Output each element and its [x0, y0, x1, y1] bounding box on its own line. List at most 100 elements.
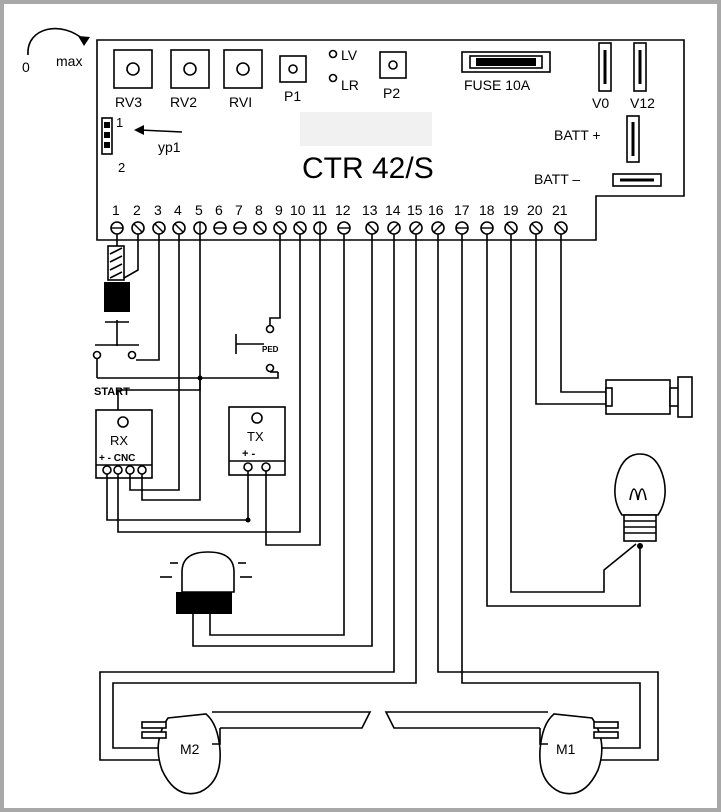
motor-m1: M1 — [384, 711, 619, 795]
batt-plus-label: BATT + — [554, 127, 601, 143]
terminal-screw — [504, 221, 518, 235]
terminal-screw — [455, 221, 469, 235]
terminal-screw — [233, 221, 247, 235]
rx-pins-label: + - CNC — [99, 453, 135, 464]
terminal-number: 2 — [133, 202, 141, 218]
wire-terminal-20 — [535, 234, 606, 405]
ped-pushbutton: PED — [235, 324, 279, 373]
wire-rx-minus — [117, 234, 301, 533]
fuse-10a: FUSE 10A — [461, 51, 551, 93]
board-label-area — [300, 112, 432, 146]
batt-minus-connector: BATT – — [534, 171, 662, 187]
batt-plus-connector: BATT + — [554, 115, 640, 163]
v0-label: V0 — [592, 95, 609, 111]
wire-terminal-5 — [141, 234, 201, 501]
wire-terminal-21 — [560, 234, 606, 393]
trim-min-label: 0 — [22, 59, 30, 75]
tx-transmitter: TX + - — [228, 406, 286, 476]
terminal-number: 7 — [235, 202, 243, 218]
motor-m1-wiring — [437, 234, 659, 761]
wire-terminal-18 — [486, 234, 641, 607]
terminal-screw — [313, 221, 327, 235]
trimmer-label: RV3 — [115, 94, 142, 110]
flashing-light — [160, 551, 252, 614]
v12-connector: V12 — [630, 42, 655, 111]
rx-receiver: RX + - CNC — [95, 409, 153, 479]
terminal-number: 20 — [527, 202, 543, 218]
terminal-number: 5 — [195, 202, 203, 218]
terminal-screw — [365, 221, 379, 235]
terminal-number: 3 — [154, 202, 162, 218]
terminal-screw — [193, 221, 207, 235]
terminal-number: 9 — [275, 202, 283, 218]
terminal-number: 18 — [479, 202, 495, 218]
rx-label: RX — [110, 433, 128, 448]
terminal-number: 11 — [312, 202, 327, 218]
terminal-number: 12 — [335, 202, 351, 218]
terminal-screw — [480, 221, 494, 235]
terminal-screw — [110, 221, 124, 235]
terminal-screw — [529, 221, 543, 235]
terminal-screw — [554, 221, 568, 235]
power-supply-cable — [104, 234, 139, 312]
terminal-screw — [253, 221, 267, 235]
terminal-number: 8 — [255, 202, 263, 218]
led-lr-label: LR — [341, 77, 359, 93]
terminal-number: 17 — [454, 202, 470, 218]
led-lv: LV — [328, 47, 358, 63]
wire-terminal-9 — [269, 234, 281, 325]
p2-label: P2 — [383, 85, 400, 101]
batt-minus-label: BATT – — [534, 171, 580, 187]
terminal-number: 10 — [290, 202, 306, 218]
terminal-number: 19 — [503, 202, 519, 218]
terminal-number: 21 — [552, 202, 568, 218]
wire-rx-plus — [106, 474, 248, 521]
terminal-screw — [273, 221, 287, 235]
wire-terminal-13 — [192, 234, 373, 647]
led-lr: LR — [328, 73, 359, 93]
board-title: CTR 42/S — [302, 152, 434, 185]
trimmer-rv3: RV3 — [113, 49, 153, 110]
wire-common-start-ped — [97, 372, 279, 379]
button-p2: P2 — [379, 51, 407, 101]
terminal-numbers: 1 2 3 4 5 6 7 8 9 10 11 12 13 14 15 16 1… — [112, 202, 568, 218]
trimmer-rv2: RV2 — [170, 49, 210, 110]
trimmer-label: RVI — [229, 94, 252, 110]
fuse-label: FUSE 10A — [464, 77, 531, 93]
terminal-screw — [131, 221, 145, 235]
jumper-pos-2: 2 — [118, 160, 125, 175]
button-p1: P1 — [279, 55, 307, 104]
trimmer-range-indicator: 0 max — [22, 27, 90, 75]
wire-terminal-4 — [129, 234, 180, 491]
terminal-number: 13 — [362, 202, 378, 218]
terminal-block — [110, 221, 568, 235]
start-label: START — [94, 386, 130, 398]
terminal-number: 1 — [112, 202, 120, 218]
terminal-screw — [152, 221, 166, 235]
motor-m2: M2 — [141, 711, 372, 795]
terminal-screw — [409, 221, 423, 235]
wire-terminal-12 — [209, 234, 345, 636]
motor-m2-label: M2 — [180, 741, 200, 757]
jumper-yp1: 1 2 yp1 — [101, 115, 183, 175]
terminal-screw — [293, 221, 307, 235]
trim-max-label: max — [56, 53, 82, 69]
start-pushbutton: START — [92, 320, 139, 398]
terminal-screw — [172, 221, 186, 235]
v12-label: V12 — [630, 95, 655, 111]
terminal-number: 14 — [385, 202, 401, 218]
terminal-screw — [213, 221, 227, 235]
wire-terminal-19 — [510, 234, 637, 593]
motor-m2-wiring — [99, 234, 417, 761]
ped-label: PED — [262, 345, 279, 354]
terminal-number: 16 — [428, 202, 444, 218]
electric-lock — [605, 376, 693, 418]
v0-connector: V0 — [592, 42, 612, 111]
terminal-screw — [387, 221, 401, 235]
p1-label: P1 — [284, 88, 301, 104]
terminal-number: 4 — [174, 202, 182, 218]
trimmer-label: RV2 — [170, 94, 197, 110]
wire-terminal-3 — [136, 234, 160, 361]
tx-label: TX — [247, 429, 264, 444]
